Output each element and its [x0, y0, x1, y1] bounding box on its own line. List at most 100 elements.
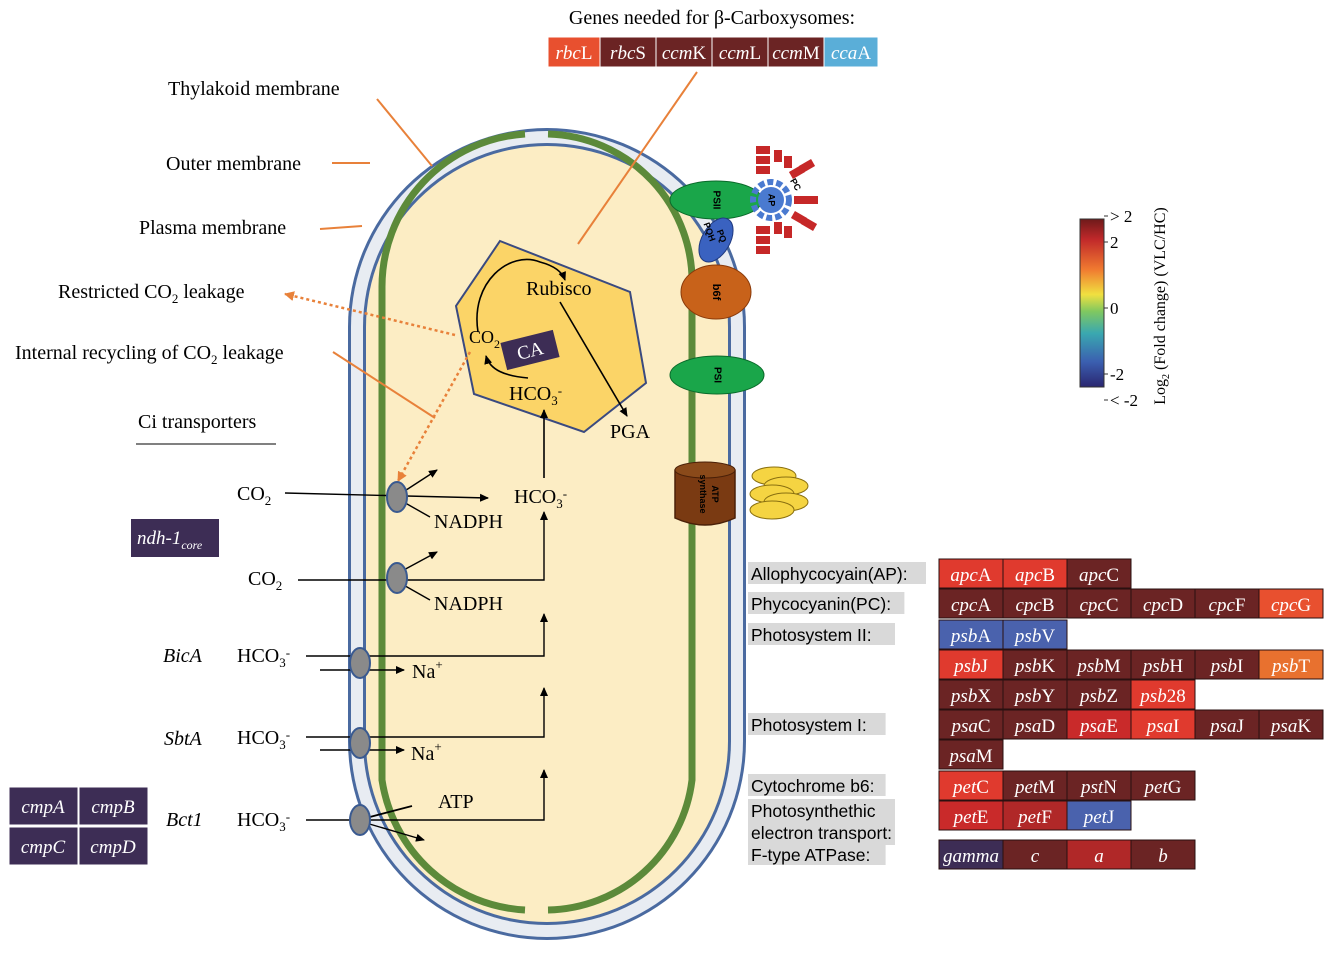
heatmap-cell-apcA: apcA [938, 558, 1004, 589]
nadph-upper-label: NADPH [434, 511, 503, 533]
gene-label: psbK [1013, 656, 1055, 677]
sbta-hco3-label: HCO3- [237, 727, 290, 752]
heatmap-cell-petF: petF [1002, 800, 1068, 831]
heatmap-cell-psbI: psbI [1194, 649, 1260, 680]
bica-na-label: Na+ [412, 657, 443, 683]
gene-label: psaM [947, 746, 992, 767]
gene-label: psbH [1141, 656, 1183, 677]
gene-label: petG [1143, 777, 1182, 798]
pga-label: PGA [610, 421, 651, 443]
ci-transporters-header: Ci transporters [138, 411, 257, 433]
bica-label: BicA [163, 645, 203, 667]
heatmap-cell-petG: petG [1130, 770, 1196, 801]
colorbar [1079, 218, 1105, 388]
bct1-label: Bct1 [166, 809, 203, 831]
bct1-transporter [349, 804, 371, 836]
gene-label: cpcA [951, 595, 991, 616]
gene-label: apcC [1079, 565, 1119, 586]
cmp-gene-label: cmpD [90, 837, 136, 858]
colorbar-tick-label: -2 [1110, 365, 1124, 384]
gene-label: petE [952, 807, 989, 828]
sbta-transporter [349, 727, 371, 759]
colorbar-ticks: > 220-2< -2 [1104, 207, 1138, 410]
heatmap-cell-psbY: psbY [1002, 679, 1068, 710]
pc-label: PC [788, 177, 803, 193]
colorbar-label: Log2 (Fold change) (VLC/HC) [1152, 207, 1172, 404]
heatmap-cell-b: b [1130, 839, 1196, 870]
gene-label: psaJ [1208, 716, 1244, 737]
thylakoid-left [378, 130, 526, 914]
cmp-gene-cmpB: cmpB [78, 786, 149, 826]
ca-enzyme: CA [500, 329, 560, 371]
heatmap-cell-a: a [1066, 839, 1132, 870]
gene-label: pstN [1079, 777, 1117, 798]
gene-label: cpcD [1143, 595, 1183, 616]
gene-label: psbZ [1078, 686, 1118, 707]
heatmap-row-label: Cytochrome b6: [751, 776, 875, 796]
carboxysome-gene-ccaA: ccaA [823, 36, 879, 68]
co2-lower-label: CO2 [248, 568, 282, 593]
atp-synthase-label-2: synthase [698, 474, 708, 513]
bica-hco3-label: HCO3- [237, 645, 290, 670]
heatmap-cell-psbK: psbK [1002, 649, 1068, 680]
gene-label: petJ [1082, 807, 1115, 828]
row-label-bg [748, 774, 886, 796]
psi-label: PSI [711, 367, 722, 383]
heatmap-row-label: Photosynthethic [751, 801, 876, 821]
restricted-leakage-arrow [284, 291, 456, 337]
heatmap-cell-psaE: psaE [1066, 709, 1132, 740]
gene-label: ccaA [831, 43, 871, 64]
co2-upper-label: CO2 [237, 483, 271, 508]
heatmap-cell-psaC: psaC [938, 709, 1004, 740]
heatmap-cell-apcB: apcB [1002, 558, 1068, 589]
gene-label: a [1094, 846, 1104, 867]
pq-label: PQ [715, 228, 729, 244]
co2-lower-arrow [298, 511, 548, 581]
heatmap-cell-psbA: psbA [938, 619, 1004, 650]
gene-label: cpcF [1209, 595, 1246, 616]
psii-label: PSII [710, 191, 721, 210]
heatmap-cell-psaK: psaK [1258, 709, 1324, 740]
colorbar-tick-label: 2 [1110, 233, 1119, 252]
sbta-na-label: Na+ [411, 739, 442, 765]
heatmap-cell-cpcF: cpcF [1194, 588, 1260, 619]
heatmap-cell-cpcB: cpcB [1002, 588, 1068, 619]
carboxysome-co2-label: CO2 [469, 327, 500, 351]
bica-arrow [306, 613, 548, 657]
heatmap-cell-psaJ: psaJ [1194, 709, 1260, 740]
heatmap-row-label-2: electron transport: [751, 823, 892, 843]
heatmap-row-label: Phycocyanin(PC): [751, 594, 891, 614]
heatmap-cell-petC: petC [938, 770, 1004, 801]
gene-label: gamma [943, 846, 999, 867]
gene-label: psbA [949, 626, 991, 647]
gene-label: psbJ [952, 656, 988, 677]
thylakoid-pointer [376, 98, 433, 167]
gene-label: psaD [1013, 716, 1055, 737]
heatmap-cell-psbH: psbH [1130, 649, 1196, 680]
thylakoid-membrane-label: Thylakoid membrane [168, 78, 340, 100]
gene-label: psbT [1270, 656, 1310, 677]
ap-label: AP [767, 194, 777, 207]
colorbar-tick-label: < -2 [1110, 391, 1138, 410]
ndh-label: ndh-1core [137, 528, 203, 552]
heatmap-cell-petJ: petJ [1066, 800, 1132, 831]
gene-label: petF [1016, 807, 1052, 828]
bct1-arrow [306, 769, 548, 821]
cmp-gene-label: cmpA [21, 797, 65, 818]
gene-label: cpcG [1271, 595, 1311, 616]
heatmap-cell-pstN: pstN [1066, 770, 1132, 801]
heatmap-cell-psaD: psaD [1002, 709, 1068, 740]
gene-label: psaI [1145, 716, 1180, 737]
gene-label: petC [951, 777, 989, 798]
cmp-gene-cmpA: cmpA [8, 786, 79, 826]
heatmap-row: psaM [938, 739, 1004, 770]
heatmap-cell-cpcA: cpcA [938, 588, 1004, 619]
heatmap-cell-cpcC: cpcC [1066, 588, 1132, 619]
